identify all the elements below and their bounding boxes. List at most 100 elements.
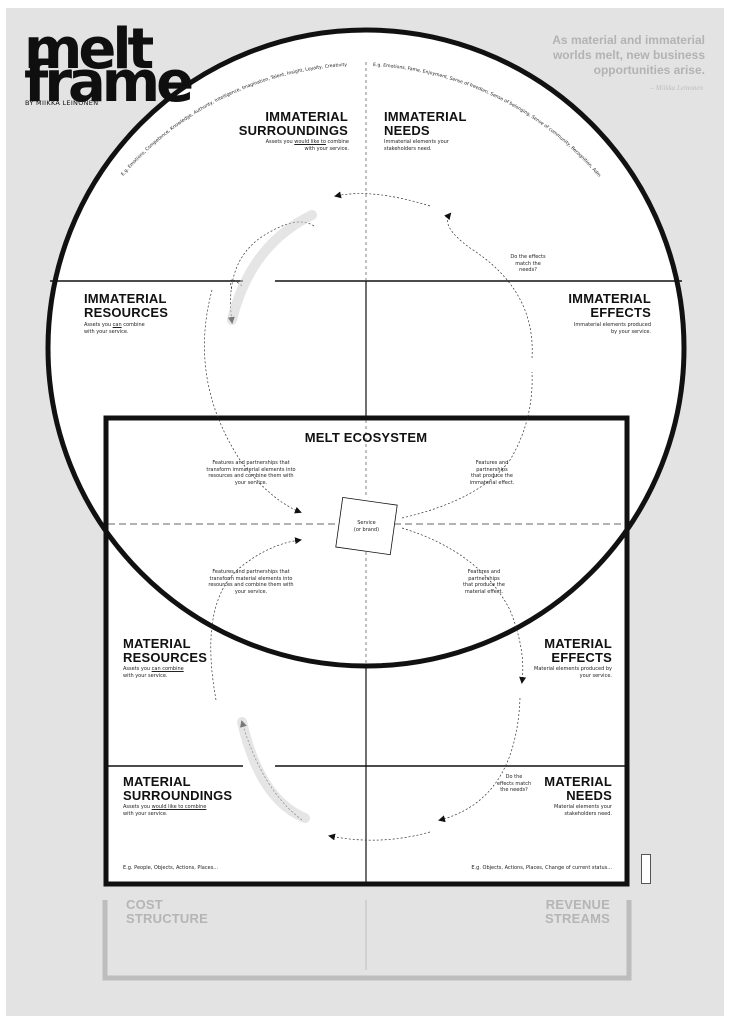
desc-text: with your service. bbox=[304, 145, 349, 152]
desc-text: your service. bbox=[579, 672, 612, 679]
effects-match-note-top: Do the effects match the needs? bbox=[498, 254, 558, 274]
note-line: Do the effects bbox=[510, 254, 546, 260]
flow-resources-to-service bbox=[204, 289, 302, 514]
title-line: IMMATERIAL bbox=[265, 109, 348, 124]
note-line: partnerships bbox=[476, 466, 508, 473]
desc-text: by your service. bbox=[610, 328, 651, 335]
flow-service-to-effects bbox=[401, 371, 533, 519]
note-line: the needs? bbox=[500, 787, 528, 793]
material-surroundings-title: MATERIAL SURROUNDINGS bbox=[123, 775, 283, 803]
quote-line-3: opportunities arise. bbox=[593, 63, 705, 77]
service-box bbox=[335, 497, 398, 556]
quote-attribution: – Miikka Leinonen bbox=[650, 84, 704, 92]
note-line: Features and partnerships that bbox=[212, 460, 290, 466]
bottom-frame bbox=[102, 900, 632, 981]
note-line: Features and bbox=[475, 460, 509, 466]
note-line: resources and combine them with bbox=[208, 473, 294, 479]
desc-text: Assets you bbox=[265, 139, 295, 145]
melt-ecosystem-title: MELT ECOSYSTEM bbox=[304, 430, 428, 445]
note-line: immaterial effect. bbox=[469, 479, 515, 486]
immaterial-surroundings-title: IMMATERIAL SURROUNDINGS bbox=[188, 110, 348, 138]
title-line: NEEDS bbox=[384, 123, 430, 138]
title-line: MATERIAL bbox=[123, 636, 191, 651]
title-line: IMMATERIAL bbox=[384, 109, 467, 124]
immaterial-effects-title: IMMATERIAL EFFECTS bbox=[511, 292, 651, 320]
title-line: RESOURCES bbox=[84, 305, 169, 320]
title-line: IMMATERIAL bbox=[568, 291, 651, 306]
transform-material-note: Features and partnerships that transform… bbox=[196, 569, 306, 595]
service-label: Service (or brand) bbox=[339, 520, 394, 533]
desc-text: with your service. bbox=[84, 328, 129, 335]
immaterial-needs-desc: Immaterial elements your stakeholders ne… bbox=[384, 139, 524, 152]
title-line: MATERIAL bbox=[123, 774, 191, 789]
material-needs-title: MATERIAL NEEDS bbox=[472, 775, 612, 803]
title-line: MATERIAL bbox=[544, 774, 612, 789]
immaterial-effects-desc: Immaterial elements produced by your ser… bbox=[511, 322, 651, 335]
note-line: that produce the bbox=[471, 473, 513, 479]
note-line: partnerships bbox=[468, 575, 500, 582]
material-examples-right: E.g. Objects, Actions, Places, Change of… bbox=[471, 865, 612, 871]
title-line: STREAMS bbox=[545, 911, 610, 926]
desc-text: with your service. bbox=[123, 672, 168, 679]
immaterial-surroundings-desc: Assets you would like to combine with yo… bbox=[209, 139, 349, 152]
material-examples-left: E.g. People, Objects, Actions, Places... bbox=[123, 865, 219, 871]
desc-text: combine bbox=[325, 139, 350, 145]
material-effects-desc: Material elements produced by your servi… bbox=[472, 666, 612, 679]
effects-match-note-bottom: Do the effects match the needs? bbox=[484, 774, 544, 794]
desc-text: stakeholders need. bbox=[384, 145, 432, 152]
produce-material-note: Features and partnerships that produce t… bbox=[446, 569, 522, 595]
desc-underlined: would like to combine bbox=[151, 804, 207, 810]
note-line: match the bbox=[515, 260, 541, 267]
desc-text: Immaterial elements your bbox=[384, 139, 449, 145]
title-line: RESOURCES bbox=[123, 650, 208, 665]
material-resources-desc: Assets you can combine with your service… bbox=[123, 666, 263, 679]
title-line: SURROUNDINGS bbox=[238, 123, 348, 138]
title-line: EFFECTS bbox=[551, 650, 612, 665]
title-line: MATERIAL bbox=[544, 636, 612, 651]
transform-immaterial-note: Features and partnerships that transform… bbox=[196, 460, 306, 486]
desc-underlined: can bbox=[112, 322, 122, 328]
flow-needs-to-surroundings bbox=[334, 191, 431, 207]
desc-underlined: can combine bbox=[151, 666, 184, 672]
desc-text: Assets you bbox=[84, 322, 113, 328]
quote-line-1: As material and immaterial bbox=[552, 33, 705, 47]
quote-text: As material and immaterial worlds melt, … bbox=[475, 33, 705, 78]
cost-structure-title: COST STRUCTURE bbox=[126, 898, 266, 926]
note-line: Features and bbox=[467, 569, 501, 575]
logo-frame: frame bbox=[24, 50, 194, 115]
material-resources-title: MATERIAL RESOURCES bbox=[123, 637, 263, 665]
service-line: (or brand) bbox=[353, 526, 380, 533]
note-line: material effect. bbox=[464, 588, 504, 595]
note-line: transform material elements into bbox=[209, 575, 293, 582]
immaterial-resources-desc: Assets you can combine with your service… bbox=[84, 322, 224, 335]
desc-text: Assets you bbox=[123, 666, 152, 672]
title-line: IMMATERIAL bbox=[84, 291, 167, 306]
produce-immaterial-note: Features and partnerships that produce t… bbox=[454, 460, 530, 486]
note-line: resources and combine them with bbox=[208, 582, 294, 588]
title-line: REVENUE bbox=[545, 897, 610, 912]
note-line: Features and partnerships that bbox=[212, 569, 290, 575]
desc-underlined: would like to bbox=[294, 139, 326, 145]
desc-text: Immaterial elements produced bbox=[573, 322, 651, 328]
flow-effects-to-needs bbox=[444, 212, 533, 359]
desc-text: with your service. bbox=[123, 810, 168, 817]
flow-service-to-material-effects bbox=[401, 527, 527, 684]
desc-text: Assets you bbox=[123, 804, 152, 810]
flow-material-resources-to-service bbox=[210, 537, 302, 701]
immaterial-resources-title: IMMATERIAL RESOURCES bbox=[84, 292, 224, 320]
material-effects-title: MATERIAL EFFECTS bbox=[472, 637, 612, 665]
title-line: SURROUNDINGS bbox=[123, 788, 233, 803]
flow-effects-to-material-needs bbox=[438, 697, 521, 823]
logo-byline: BY MIIKKA LEINONEN bbox=[25, 99, 99, 107]
note-line: needs? bbox=[519, 267, 537, 273]
title-line: COST bbox=[126, 897, 163, 912]
logo-melt: melt bbox=[24, 17, 154, 82]
note-line: your service. bbox=[234, 479, 268, 486]
flow-resources-band-inner bbox=[230, 279, 243, 291]
note-line: your service. bbox=[234, 588, 268, 595]
desc-text: combine bbox=[121, 322, 145, 328]
immaterial-needs-title: IMMATERIAL NEEDS bbox=[384, 110, 524, 138]
service-line: Service bbox=[357, 520, 376, 526]
